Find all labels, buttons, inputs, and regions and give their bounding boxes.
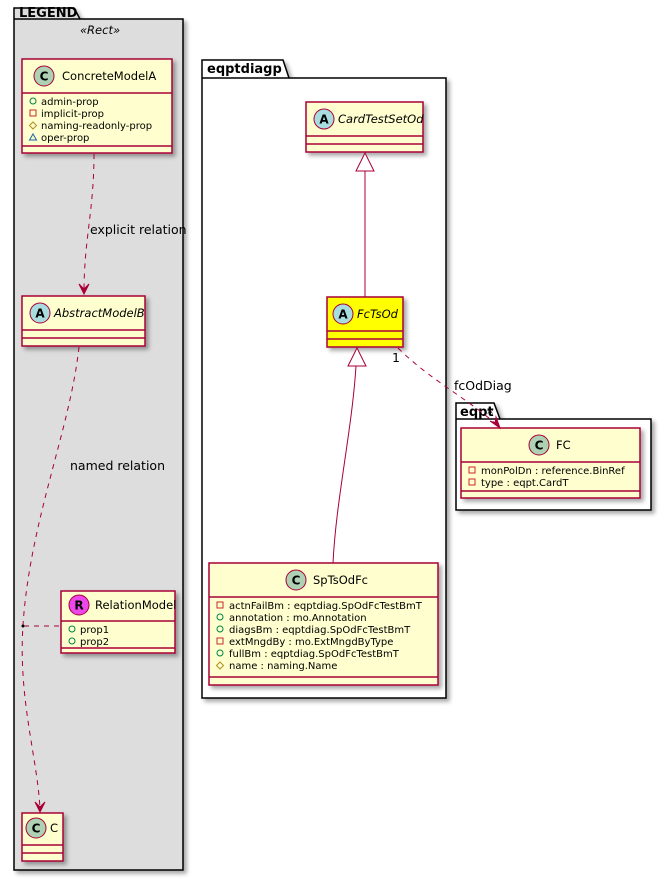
svg-text:A: A <box>338 308 348 322</box>
svg-text:prop2: prop2 <box>80 637 109 648</box>
prop-actnfailbm: actnFailBm : eqptdiag.SpOdFcTestBmT <box>216 601 423 612</box>
edge-explicit-relation: explicit relation <box>78 153 187 296</box>
abstract-class-icon <box>29 302 51 324</box>
class-sp-ts-od-fc[interactable]: C SpTsOdFc actnFailBm : eqptdiag.SpOdFcT… <box>208 562 439 686</box>
svg-text:prop1: prop1 <box>80 625 109 636</box>
arrowhead-icon <box>78 283 90 296</box>
public-visibility-icon <box>68 637 76 645</box>
svg-text:A: A <box>35 307 45 321</box>
svg-text:actnFailBm : eqptdiag.SpOdFcTe: actnFailBm : eqptdiag.SpOdFcTestBmT <box>229 601 423 612</box>
concrete-class-icon <box>528 434 550 456</box>
edge-generalization-fctsod <box>355 151 375 297</box>
class-concrete-model-a[interactable]: C ConcreteModelA admin-prop implicit-pro… <box>21 58 173 154</box>
public-visibility-icon <box>29 97 37 105</box>
private-visibility-icon <box>216 601 224 609</box>
prop-annotation: annotation : mo.Annotation <box>216 613 367 624</box>
class-abstract-model-b[interactable]: A AbstractModelB <box>21 295 146 347</box>
named-relation-label: named relation <box>70 458 165 473</box>
relation-class-icon <box>68 594 90 616</box>
edge-fcoddiag: 1 fcOdDiag * <box>392 347 512 430</box>
public-visibility-icon <box>216 649 224 657</box>
class-name: FC <box>556 438 571 452</box>
edge-named-relation: named relation <box>21 346 165 814</box>
svg-text:monPolDn : reference.BinRef: monPolDn : reference.BinRef <box>481 466 625 477</box>
class-name: RelationModel <box>95 598 176 612</box>
prop-naming-readonly-prop: naming-readonly-prop <box>28 121 152 132</box>
svg-text:C: C <box>40 70 49 84</box>
concrete-class-icon <box>285 569 307 591</box>
svg-text:C: C <box>535 439 544 453</box>
svg-text:annotation : mo.Annotation: annotation : mo.Annotation <box>229 613 367 624</box>
legend-stereotype: «Rect» <box>80 23 120 37</box>
class-card-test-set-od[interactable]: A CardTestSetOd <box>305 101 424 153</box>
public-visibility-icon <box>216 613 224 621</box>
svg-text:implicit-prop: implicit-prop <box>41 109 104 120</box>
svg-text:C: C <box>32 822 41 836</box>
target-multiplicity: * <box>487 406 493 421</box>
arrowhead-icon <box>489 415 502 430</box>
private-visibility-icon <box>468 466 476 474</box>
svg-text:type : eqpt.CardT: type : eqpt.CardT <box>481 478 569 489</box>
class-name: AbstractModelB <box>53 306 145 320</box>
svg-text:admin-prop: admin-prop <box>41 97 99 108</box>
svg-text:C: C <box>292 574 301 588</box>
svg-text:diagsBm : eqptdiag.SpOdFcTestB: diagsBm : eqptdiag.SpOdFcTestBmT <box>229 625 411 636</box>
prop-implicit-prop: implicit-prop <box>29 109 104 120</box>
class-name: ConcreteModelA <box>62 69 156 83</box>
private-visibility-icon <box>216 637 224 645</box>
class-c[interactable]: C C <box>21 812 64 862</box>
svg-text:extMngdBy : mo.ExtMngdByType: extMngdBy : mo.ExtMngdByType <box>229 637 393 648</box>
eqpt-title: eqpt <box>460 405 494 420</box>
prop-monpoldn: monPolDn : reference.BinRef <box>468 466 625 477</box>
eqptdiagp-title: eqptdiagp <box>207 62 282 77</box>
class-fc-ts-od[interactable]: A FcTsOd <box>326 296 404 348</box>
protected-visibility-icon <box>215 661 225 670</box>
arrowhead-icon <box>34 801 46 814</box>
source-multiplicity: 1 <box>392 350 400 365</box>
prop-prop1: prop1 <box>68 625 109 636</box>
prop-extmngdby: extMngdBy : mo.ExtMngdByType <box>216 637 393 648</box>
class-fc[interactable]: C FC monPolDn : reference.BinRef type : … <box>460 427 641 499</box>
inheritance-arrow-icon <box>355 151 375 172</box>
eqptdiagp-package: eqptdiagp <box>201 59 447 699</box>
prop-fullbm: fullBm : eqptdiag.SpOdFcTestBmT <box>216 649 400 660</box>
prop-oper-prop: oper-prop <box>28 133 89 144</box>
class-name: CardTestSetOd <box>338 112 424 126</box>
svg-text:name : naming.Name: name : naming.Name <box>229 661 337 672</box>
svg-text:A: A <box>319 113 329 127</box>
class-name: C <box>50 821 58 835</box>
legend-package: LEGEND «Rect» <box>13 6 184 871</box>
abstract-class-icon <box>332 303 354 325</box>
legend-title: LEGEND <box>19 6 78 21</box>
svg-text:naming-readonly-prop: naming-readonly-prop <box>41 121 152 132</box>
prop-type: type : eqpt.CardT <box>468 478 569 489</box>
inheritance-arrow-icon <box>347 346 367 367</box>
prop-admin-prop: admin-prop <box>29 97 99 108</box>
class-relation-model[interactable]: R RelationModel prop1 prop2 <box>60 590 176 654</box>
edge-generalization-sptsodfc <box>332 346 367 564</box>
package-visibility-icon <box>28 133 38 141</box>
class-name: FcTsOd <box>357 307 399 321</box>
prop-diagsbm: diagsBm : eqptdiag.SpOdFcTestBmT <box>216 625 411 636</box>
class-name: SpTsOdFc <box>313 573 368 587</box>
prop-prop2: prop2 <box>68 637 109 648</box>
svg-text:R: R <box>74 599 83 613</box>
svg-text:fullBm : eqptdiag.SpOdFcTestBm: fullBm : eqptdiag.SpOdFcTestBmT <box>229 649 400 660</box>
explicit-relation-label: explicit relation <box>90 222 187 237</box>
association-point <box>21 624 25 628</box>
private-visibility-icon <box>29 109 37 117</box>
concrete-class-icon <box>33 65 55 87</box>
svg-text:oper-prop: oper-prop <box>41 133 89 144</box>
public-visibility-icon <box>216 625 224 633</box>
prop-name: name : naming.Name <box>215 661 337 672</box>
concrete-class-icon <box>25 817 47 839</box>
public-visibility-icon <box>68 625 76 633</box>
abstract-class-icon <box>313 108 335 130</box>
private-visibility-icon <box>468 478 476 486</box>
protected-visibility-icon <box>28 121 38 130</box>
relation-label: fcOdDiag <box>454 378 512 393</box>
